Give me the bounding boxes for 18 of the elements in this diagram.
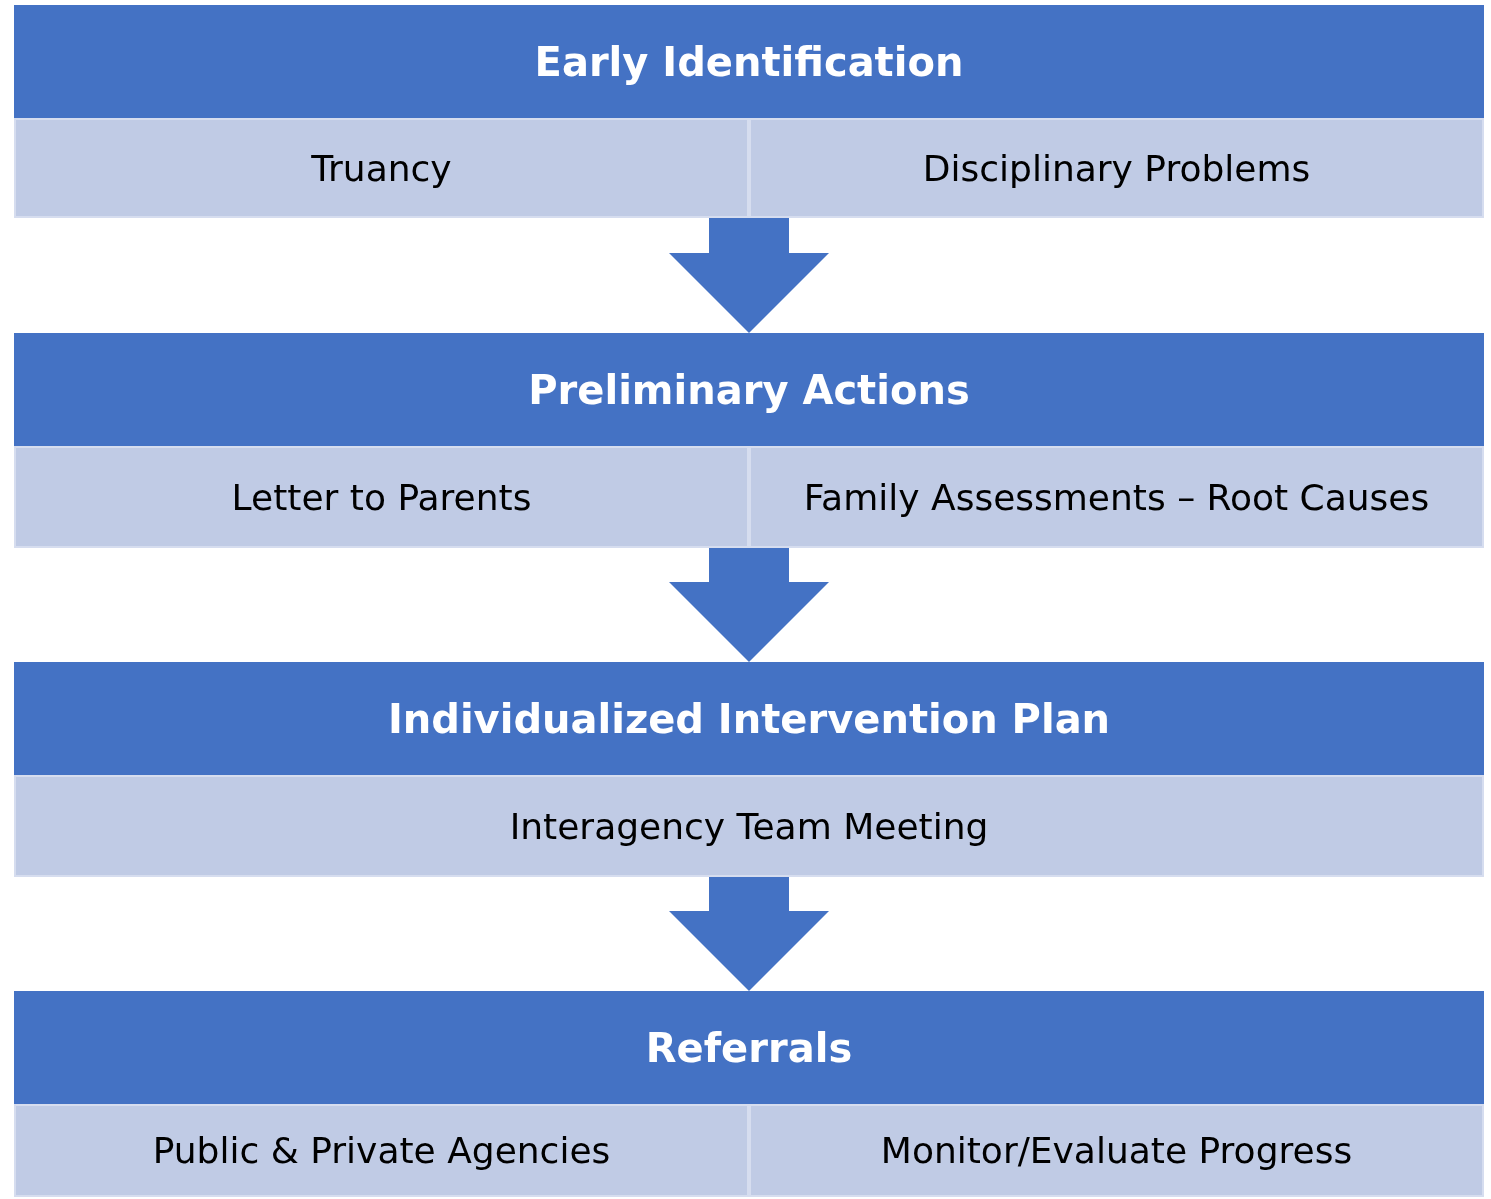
block-arrow (669, 218, 829, 333)
stage-panel (14, 662, 1484, 877)
stage-panel (14, 5, 1484, 218)
step-label: Monitor/Evaluate Progress (880, 1130, 1353, 1171)
step-label: Interagency Team Meeting (509, 805, 989, 847)
stage-title: Preliminary Actions (528, 366, 970, 413)
stage-panel (14, 333, 1484, 548)
step-label: Truancy (311, 147, 452, 189)
block-arrow (669, 548, 829, 662)
step-label: Public & Private Agencies (152, 1130, 611, 1171)
stage-title: Individualized Intervention Plan (387, 695, 1111, 742)
stage-title: Referrals (645, 1024, 853, 1071)
step-label: Disciplinary Problems (922, 147, 1311, 189)
stage-title: Early Identification (534, 38, 964, 85)
step-label: Family Assessments – Root Causes (803, 476, 1430, 518)
step-label: Letter to Parents (231, 476, 532, 518)
block-arrow (669, 877, 829, 991)
stage-panel (14, 991, 1484, 1197)
